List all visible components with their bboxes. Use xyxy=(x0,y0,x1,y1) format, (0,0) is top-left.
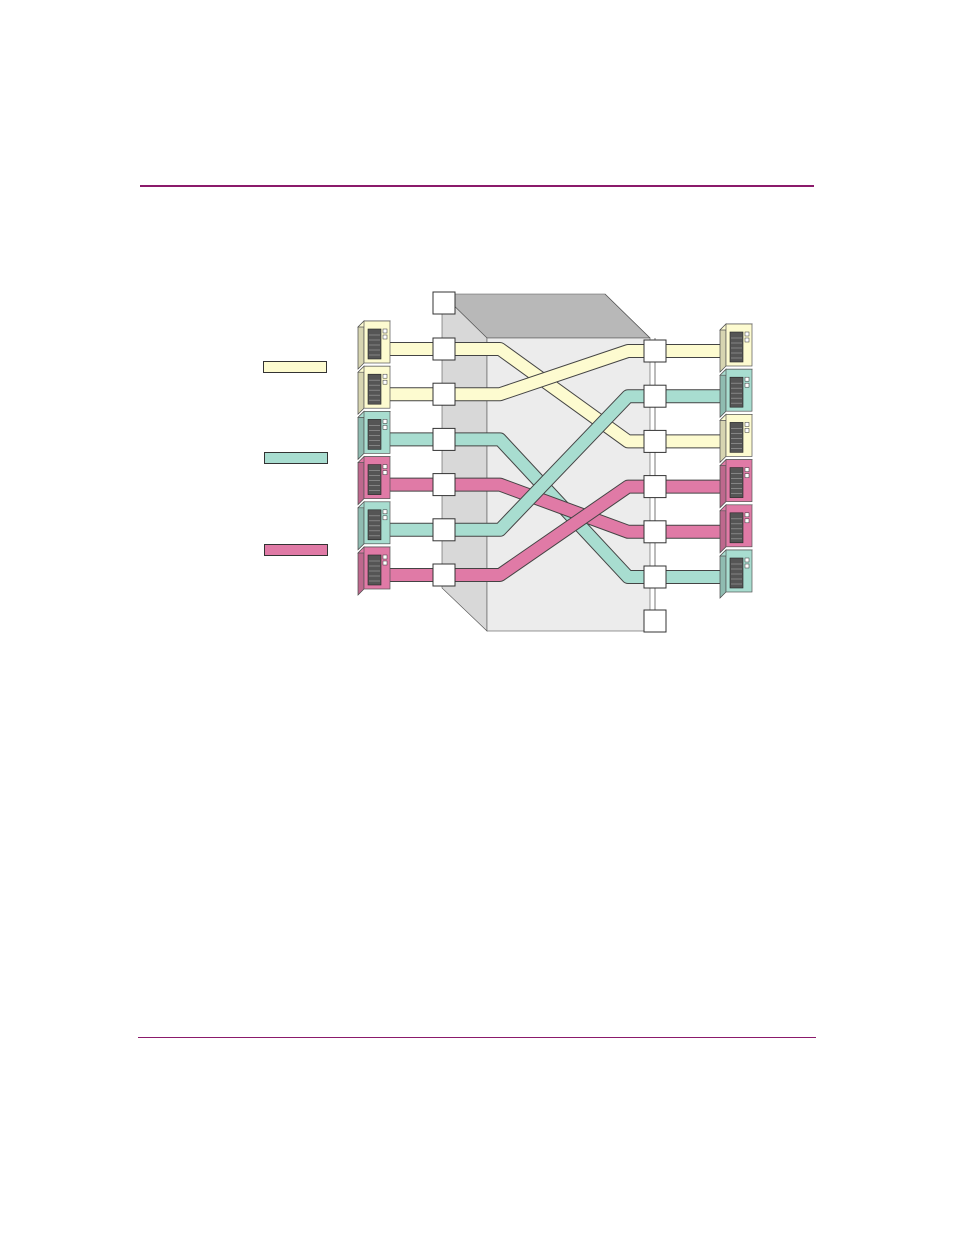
server-left-6 xyxy=(358,547,390,595)
server-right-4 xyxy=(720,460,752,508)
port-right-7 xyxy=(644,610,666,632)
port-left-3 xyxy=(433,428,455,450)
server-right-6 xyxy=(720,550,752,598)
port-left-4 xyxy=(433,474,455,496)
port-right-5 xyxy=(644,521,666,543)
port-right-1 xyxy=(644,340,666,362)
server-left-4 xyxy=(358,457,390,505)
port-right-6 xyxy=(644,566,666,588)
server-left-2 xyxy=(358,366,390,414)
server-right-5 xyxy=(720,505,752,553)
port-left-2 xyxy=(433,383,455,405)
port-left-6 xyxy=(433,564,455,586)
port-right-4 xyxy=(644,476,666,498)
server-right-1 xyxy=(720,324,752,372)
server-left-3 xyxy=(358,411,390,459)
port-left-1 xyxy=(433,338,455,360)
port-left-0 xyxy=(433,292,455,314)
port-right-3 xyxy=(644,430,666,452)
port-right-2 xyxy=(644,385,666,407)
server-right-3 xyxy=(720,414,752,462)
server-left-1 xyxy=(358,321,390,369)
server-right-2 xyxy=(720,369,752,417)
port-left-5 xyxy=(433,519,455,541)
server-left-5 xyxy=(358,502,390,550)
